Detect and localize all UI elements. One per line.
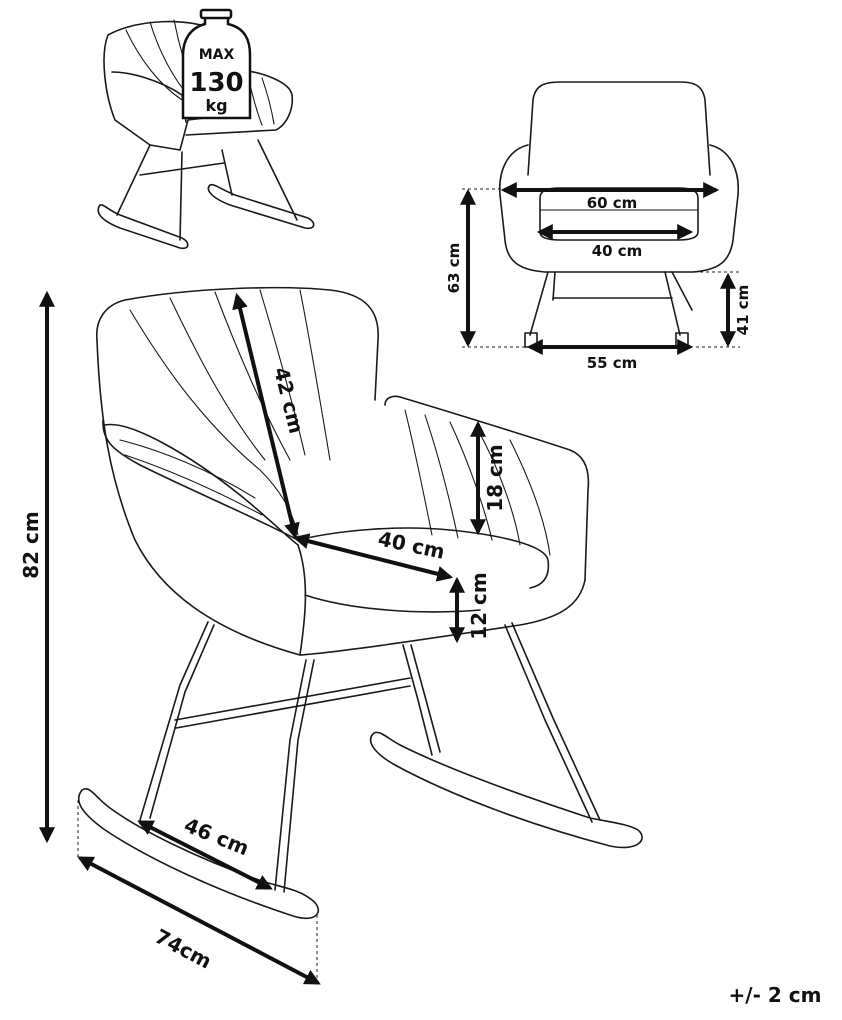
side-seat-depth-line — [292, 533, 454, 582]
side-backrest-height-label: 42 cm — [269, 365, 309, 436]
front-view-dimensions: 60 cm 40 cm 63 cm 41 cm 55 cm — [445, 182, 752, 372]
side-seat-thickness-label: 12 cm — [467, 572, 491, 640]
front-base-width-label: 55 cm — [587, 354, 638, 372]
side-seat-depth-label: 40 cm — [376, 526, 447, 564]
weight-label-value: 130 — [189, 68, 243, 98]
weight-label-max: MAX — [199, 47, 235, 63]
side-backrest-height-line — [232, 292, 300, 540]
tolerance-note: +/- 2 cm — [729, 983, 822, 1007]
front-seat-height-label: 63 cm — [445, 243, 463, 294]
side-view-chair — [77, 286, 643, 920]
side-armrest-height-label: 18 cm — [483, 444, 507, 512]
weight-badge: MAX 130 kg — [181, 8, 252, 120]
side-total-depth-label: 74cm — [151, 924, 216, 974]
side-total-depth-line — [77, 856, 321, 985]
front-seat-width-label: 60 cm — [587, 194, 638, 212]
front-view-chair — [498, 81, 740, 348]
weight-label-unit: kg — [205, 96, 227, 115]
front-armrest-height-label: 41 cm — [734, 285, 752, 336]
side-total-height-label: 82 cm — [19, 511, 43, 579]
front-seat-depth-label: 40 cm — [592, 242, 643, 260]
